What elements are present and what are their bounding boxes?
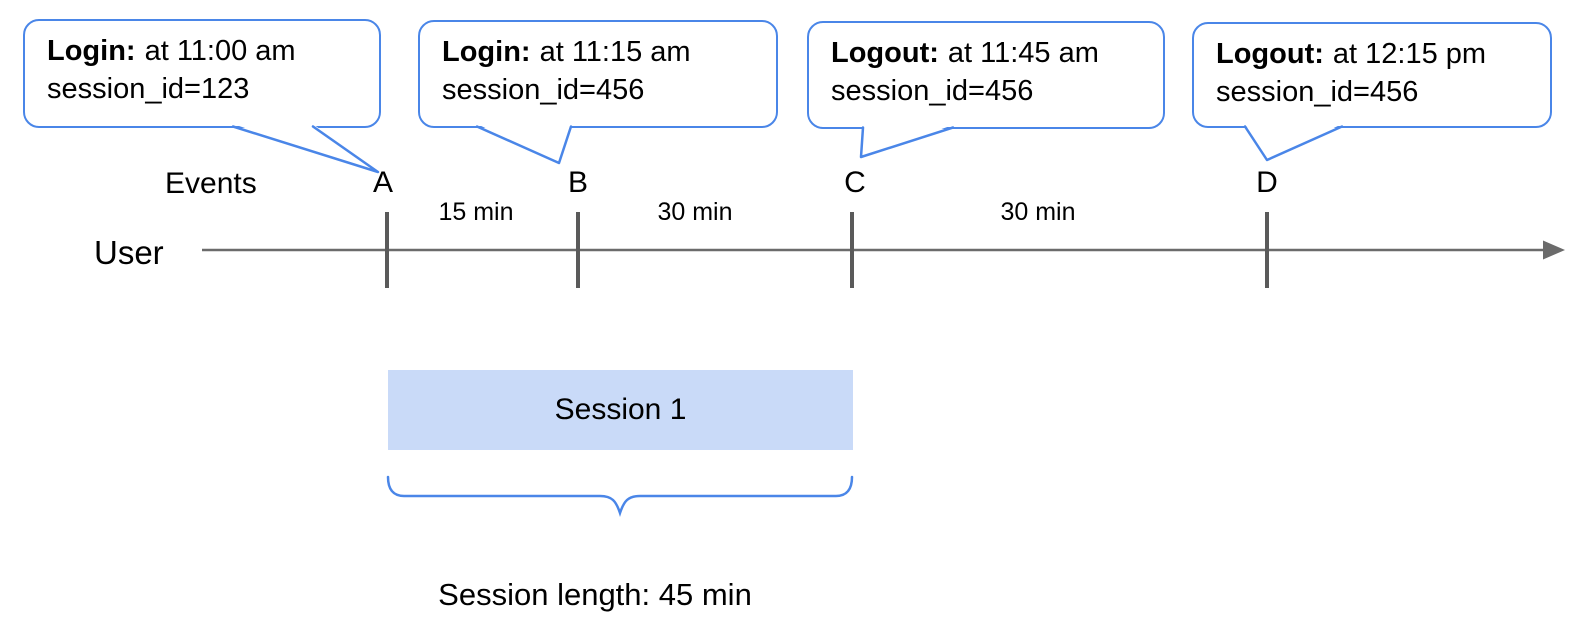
callout-tail-a [233, 124, 378, 172]
callout-session-id: session_id=123 [47, 73, 250, 105]
callout-text-line1: Login:at 11:15 am [442, 33, 768, 71]
callout-tail-d-outline [1243, 125, 1344, 162]
session-bar-label: Session 1 [554, 393, 687, 426]
callout-tail-c [861, 125, 953, 157]
callout-time: at 12:15 pm [1332, 38, 1487, 70]
callout-tail-c-outline [859, 126, 955, 159]
callout-text-line1: Login:at 11:00 am [47, 32, 371, 70]
event-letter-c: C [844, 166, 866, 199]
callout-title: Login: [47, 35, 136, 67]
session-bar: Session 1 [388, 370, 853, 450]
callout-session-id: session_id=456 [1216, 76, 1419, 108]
callout-tail-b-outline [475, 125, 573, 165]
callout-session-id: session_id=456 [442, 74, 645, 106]
callout-text-line1: Logout:at 12:15 pm [1216, 35, 1542, 73]
event-letter-b: B [567, 166, 589, 199]
events-label: Events [165, 167, 257, 200]
callout-login-a: Login:at 11:00 am session_id=123 [23, 19, 381, 128]
callout-tail-a-outline [231, 125, 380, 174]
callout-title: Logout: [1216, 38, 1324, 70]
callout-time: at 11:45 am [947, 37, 1099, 69]
callout-title: Login: [442, 36, 531, 68]
callout-time: at 11:15 am [539, 36, 691, 68]
interval-label-cd: 30 min [1000, 198, 1076, 226]
callout-logout-d: Logout:at 12:15 pm session_id=456 [1192, 22, 1552, 128]
callout-session-id: session_id=456 [831, 75, 1034, 107]
interval-label-ab: 15 min [438, 198, 514, 226]
event-letter-a: A [372, 166, 394, 199]
callout-logout-c: Logout:at 11:45 am session_id=456 [807, 21, 1165, 129]
interval-label-bc: 30 min [657, 198, 733, 226]
timeline-arrowhead [1543, 240, 1565, 260]
callout-time: at 11:00 am [144, 35, 296, 67]
callout-tail-b [477, 124, 571, 163]
callout-login-b: Login:at 11:15 am session_id=456 [418, 20, 778, 128]
session-length-label: Session length: 45 min [438, 577, 752, 612]
callout-text-line1: Logout:at 11:45 am [831, 34, 1155, 72]
event-letter-d: D [1256, 166, 1278, 199]
callout-tail-d [1245, 124, 1342, 160]
user-label: User [94, 234, 164, 271]
callout-title: Logout: [831, 37, 939, 69]
session-brace [386, 475, 854, 517]
